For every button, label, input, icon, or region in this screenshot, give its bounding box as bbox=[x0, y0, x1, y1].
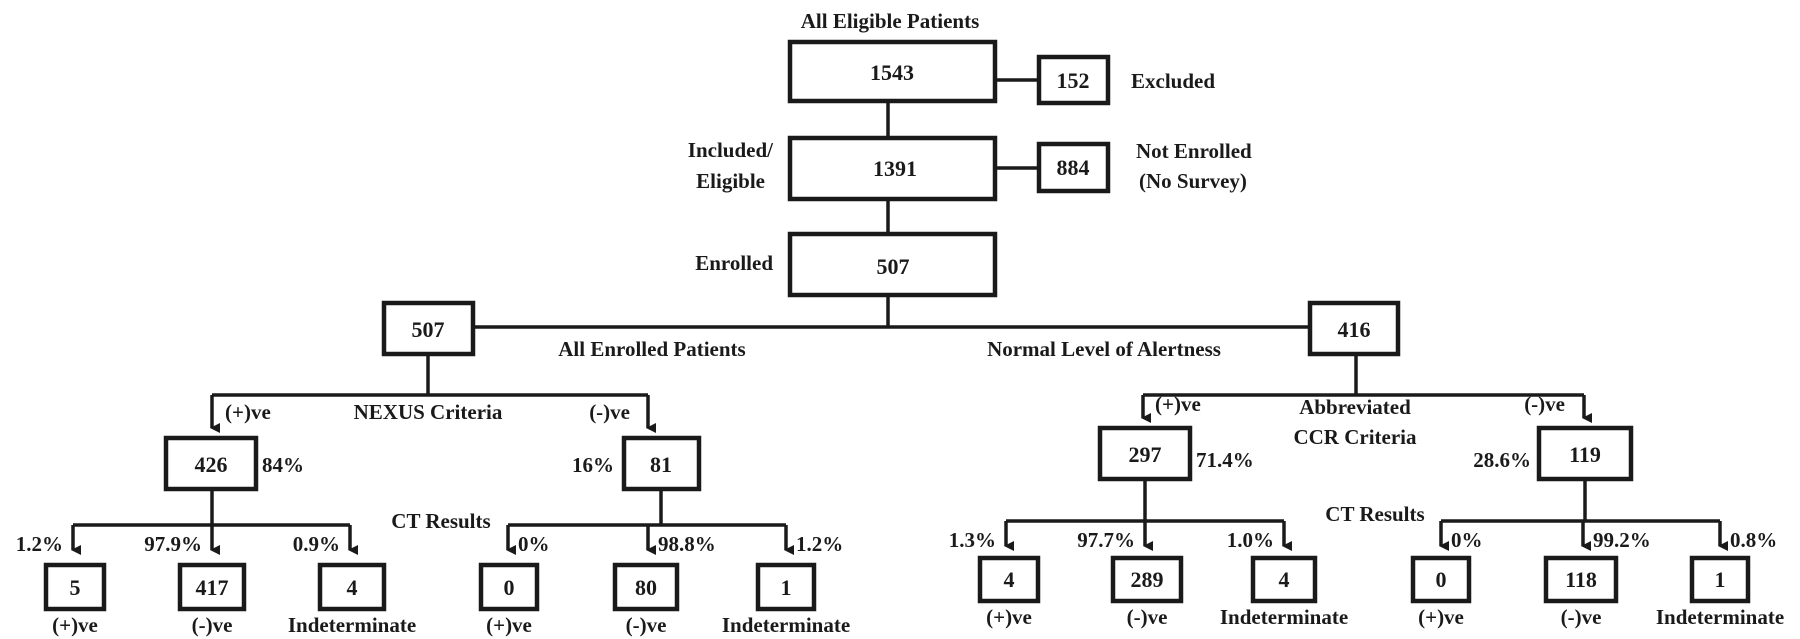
right-criteria-label-line1: Abbreviated bbox=[1299, 395, 1411, 419]
not-enrolled-box bbox=[1036, 141, 1111, 194]
left-neg-ct-pos-count: 0 bbox=[504, 575, 515, 600]
diagram-title: All Eligible Patients bbox=[801, 9, 980, 33]
enrolled-box bbox=[787, 231, 998, 298]
left-pos-box bbox=[163, 435, 259, 492]
right-total-box bbox=[1307, 300, 1401, 357]
left-neg-ct-pos-box bbox=[478, 562, 540, 612]
left-pos-ct-ind-pct: 0.9% bbox=[293, 532, 340, 556]
right-neg-ct-pos-count: 0 bbox=[1436, 567, 1447, 592]
left-total-count: 507 bbox=[412, 317, 445, 342]
left-pos-label: (+)ve bbox=[225, 400, 271, 424]
right-neg-ct-ind-box bbox=[1689, 555, 1751, 604]
left-pos-pct: 84% bbox=[262, 453, 304, 477]
left-criteria-label: NEXUS Criteria bbox=[354, 400, 503, 424]
left-pos-ct-neg-label: (-)ve bbox=[192, 613, 233, 637]
not-enrolled-label-line1: Not Enrolled bbox=[1136, 139, 1252, 163]
right-pos-ct-neg-label: (-)ve bbox=[1127, 605, 1168, 629]
left-neg-label: (-)ve bbox=[589, 400, 630, 424]
left-neg-ct-neg-count: 80 bbox=[635, 575, 657, 600]
left-neg-ct-ind-box bbox=[755, 562, 817, 612]
right-pos-ct-pos-pct: 1.3% bbox=[949, 528, 996, 552]
right-neg-label: (-)ve bbox=[1524, 392, 1565, 416]
left-pos-ct-neg-count: 417 bbox=[196, 575, 229, 600]
left-total-box bbox=[381, 300, 476, 357]
right-pos-label: (+)ve bbox=[1155, 392, 1201, 416]
not-enrolled-count: 884 bbox=[1057, 155, 1090, 180]
enrolled-count: 507 bbox=[877, 254, 910, 279]
left-neg-pct: 16% bbox=[572, 453, 614, 477]
right-criteria-label-line2: CCR Criteria bbox=[1293, 425, 1417, 449]
right-neg-pct: 28.6% bbox=[1473, 448, 1531, 472]
left-pos-ct-pos-count: 5 bbox=[70, 575, 81, 600]
right-neg-ct-neg-label: (-)ve bbox=[1561, 605, 1602, 629]
left-neg-count: 81 bbox=[650, 452, 672, 477]
left-neg-ct-pos-label: (+)ve bbox=[486, 613, 532, 637]
left-group-label: All Enrolled Patients bbox=[558, 337, 745, 361]
left-neg-ct-neg-label: (-)ve bbox=[626, 613, 667, 637]
not-enrolled-label-line2: (No Survey) bbox=[1139, 169, 1247, 193]
left-pos-ct-pos-box bbox=[43, 562, 107, 612]
excluded-count: 152 bbox=[1057, 68, 1090, 93]
left-neg-ct-ind-count: 1 bbox=[781, 575, 792, 600]
left-pos-ct-ind-count: 4 bbox=[347, 575, 358, 600]
right-neg-ct-pos-label: (+)ve bbox=[1418, 605, 1464, 629]
all-eligible-count: 1543 bbox=[870, 60, 914, 85]
right-pos-ct-neg-count: 289 bbox=[1131, 567, 1164, 592]
right-neg-ct-pos-box bbox=[1410, 555, 1472, 604]
left-pos-ct-pos-label: (+)ve bbox=[52, 613, 98, 637]
included-count: 1391 bbox=[873, 156, 917, 181]
enrolled-label: Enrolled bbox=[695, 251, 773, 275]
right-pos-count: 297 bbox=[1129, 442, 1162, 467]
right-ct-label: CT Results bbox=[1325, 502, 1424, 526]
left-neg-ct-ind-label: Indeterminate bbox=[722, 613, 850, 637]
right-pos-ct-neg-pct: 97.7% bbox=[1077, 528, 1135, 552]
right-subtree: Normal Level of Alertness 416 (+)ve Abbr… bbox=[949, 300, 1784, 629]
right-pos-ct-pos-box bbox=[977, 555, 1041, 604]
excluded-box bbox=[1036, 54, 1111, 106]
right-group-label: Normal Level of Alertness bbox=[987, 337, 1221, 361]
top-connectors bbox=[886, 78, 1039, 327]
right-neg-ct-neg-box bbox=[1543, 555, 1619, 604]
right-pos-pct: 71.4% bbox=[1196, 448, 1254, 472]
right-neg-ct-pos-pct: 0% bbox=[1451, 528, 1483, 552]
left-neg-ct-neg-pct: 98.8% bbox=[658, 532, 716, 556]
right-pos-ct-pos-count: 4 bbox=[1004, 567, 1015, 592]
right-total-count: 416 bbox=[1338, 317, 1371, 342]
right-neg-ct-ind-pct: 0.8% bbox=[1730, 528, 1777, 552]
all-eligible-box bbox=[787, 39, 998, 104]
left-pos-ct-pos-pct: 1.2% bbox=[16, 532, 63, 556]
included-label-line1: Included/ bbox=[688, 138, 774, 162]
right-pos-ct-ind-pct: 1.0% bbox=[1227, 528, 1274, 552]
left-pos-ct-neg-box bbox=[177, 562, 247, 612]
right-neg-ct-ind-label: Indeterminate bbox=[1656, 605, 1784, 629]
included-label-line2: Eligible bbox=[696, 169, 765, 193]
right-neg-count: 119 bbox=[1569, 442, 1601, 467]
left-pos-ct-ind-label: Indeterminate bbox=[288, 613, 416, 637]
right-neg-ct-neg-pct: 99.2% bbox=[1593, 528, 1651, 552]
left-subtree: 507 All Enrolled Patients (+)ve NEXUS Cr… bbox=[16, 300, 850, 637]
left-pos-ct-ind-box bbox=[317, 562, 387, 612]
right-neg-ct-ind-count: 1 bbox=[1715, 567, 1726, 592]
left-neg-ct-neg-box bbox=[612, 562, 680, 612]
right-pos-box bbox=[1097, 425, 1193, 482]
right-pos-ct-ind-box bbox=[1250, 555, 1318, 604]
left-ct-label: CT Results bbox=[391, 509, 490, 533]
right-pos-ct-neg-box bbox=[1110, 555, 1184, 604]
excluded-label: Excluded bbox=[1131, 69, 1215, 93]
included-box bbox=[787, 135, 998, 202]
left-neg-ct-ind-pct: 1.2% bbox=[796, 532, 843, 556]
right-pos-ct-ind-label: Indeterminate bbox=[1220, 605, 1348, 629]
left-pos-ct-neg-pct: 97.9% bbox=[144, 532, 202, 556]
right-pos-ct-ind-count: 4 bbox=[1279, 567, 1290, 592]
right-neg-ct-neg-count: 118 bbox=[1565, 567, 1597, 592]
right-pos-ct-pos-label: (+)ve bbox=[986, 605, 1032, 629]
left-neg-ct-pos-pct: 0% bbox=[518, 532, 550, 556]
left-pos-count: 426 bbox=[195, 452, 228, 477]
